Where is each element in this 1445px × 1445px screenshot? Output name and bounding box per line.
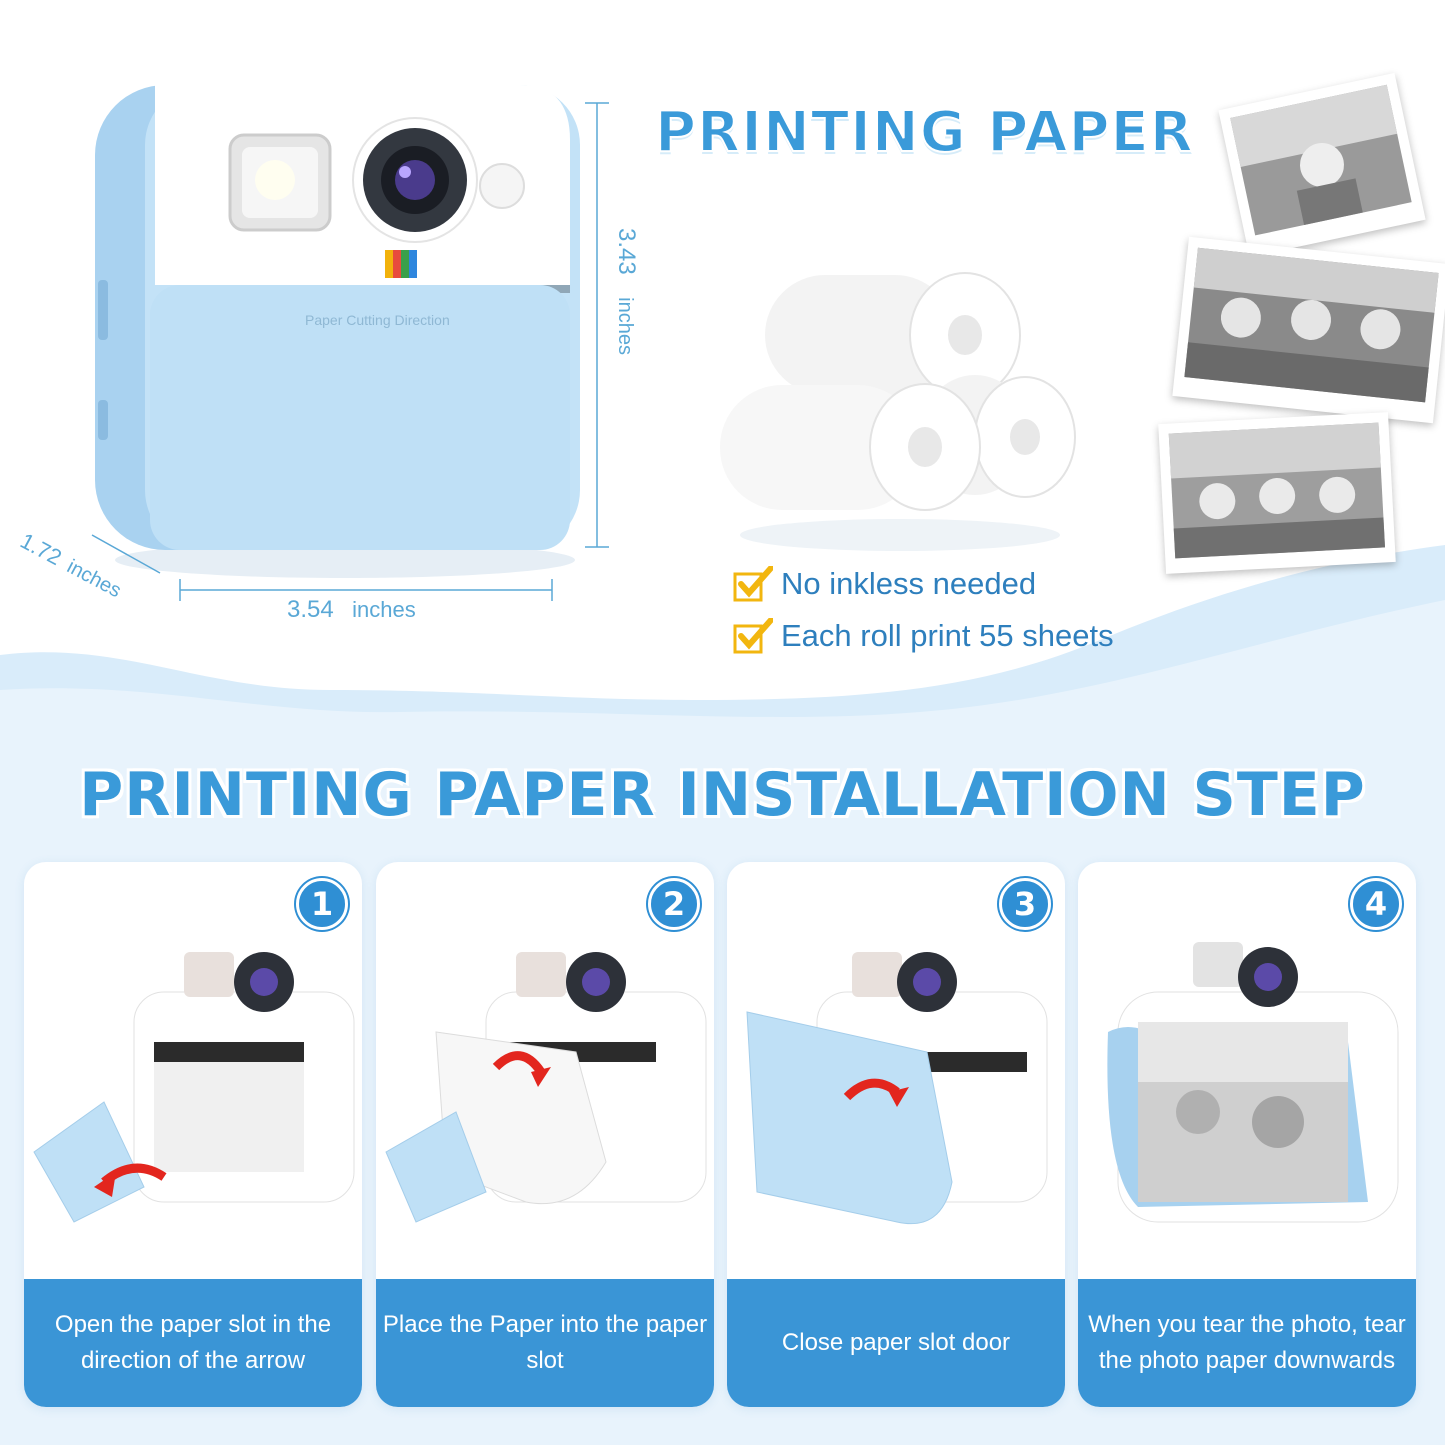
paper-rolls-image: [720, 272, 1076, 551]
camera-image: Paper Cutting Direction: [95, 85, 580, 578]
height-dimension: 3.43 inches: [612, 228, 640, 355]
feature-text: Each roll print 55 sheets: [781, 618, 1114, 653]
step-2-illustration: [385, 952, 707, 1223]
page-title: PRINTING PAPER: [654, 99, 1194, 166]
sample-photo-2: [1172, 236, 1445, 424]
step-caption: Close paper slot door: [727, 1279, 1065, 1407]
check-icon: [733, 618, 773, 654]
height-value: 3.43: [613, 228, 640, 275]
step-card-1: 1 Open the paper slot in the direction o…: [24, 862, 362, 1407]
step-card-4: 4 When you tear the photo, tear the phot…: [1078, 862, 1416, 1407]
width-dimension: 3.54 inches: [287, 596, 416, 624]
check-icon: [733, 566, 773, 602]
step-card-3: 3 Close paper slot door: [727, 862, 1065, 1407]
step-number: 3: [999, 878, 1051, 930]
step-3-illustration: [746, 952, 1048, 1225]
feature-roll-sheets: Each roll print 55 sheets: [733, 618, 1114, 654]
dimension-lines: [91, 102, 609, 601]
door-label: Paper Cutting Direction: [305, 312, 450, 328]
step-1-illustration: [33, 952, 355, 1223]
step-number: 1: [296, 878, 348, 930]
feature-text: No inkless needed: [781, 566, 1037, 601]
step-caption: When you tear the photo, tear the photo …: [1078, 1279, 1416, 1407]
width-unit: inches: [352, 597, 416, 622]
step-number: 2: [648, 878, 700, 930]
height-unit: inches: [614, 297, 636, 355]
step-caption: Open the paper slot in the direction of …: [24, 1279, 362, 1407]
step-card-2: 2 Place the Paper into the paper slot: [376, 862, 714, 1407]
section-title: PRINTING PAPER INSTALLATION STEP: [79, 760, 1366, 830]
feature-no-ink: No inkless needed: [733, 566, 1036, 602]
step-caption: Place the Paper into the paper slot: [376, 1279, 714, 1407]
width-value: 3.54: [287, 596, 334, 623]
sample-photo-3: [1158, 412, 1396, 574]
step-number: 4: [1350, 878, 1402, 930]
step-4-illustration: [1107, 942, 1399, 1223]
sample-photo-1: [1218, 72, 1426, 258]
